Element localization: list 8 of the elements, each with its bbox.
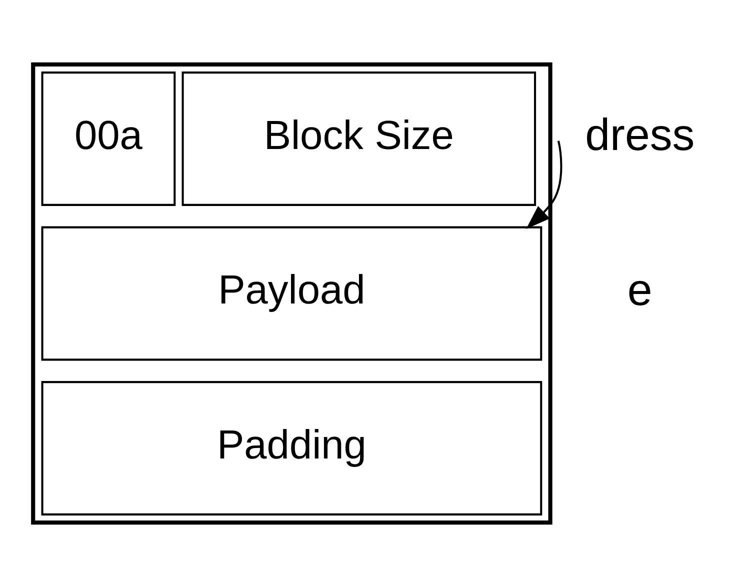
label: dress (585, 110, 695, 160)
label: e (627, 264, 652, 314)
node-box: Payload (41, 226, 542, 360)
node-box: Block Size (182, 71, 536, 206)
node-box: 00a (41, 71, 176, 206)
node-box: Padding (41, 380, 542, 515)
cluster (31, 62, 552, 524)
arrow (526, 140, 562, 229)
